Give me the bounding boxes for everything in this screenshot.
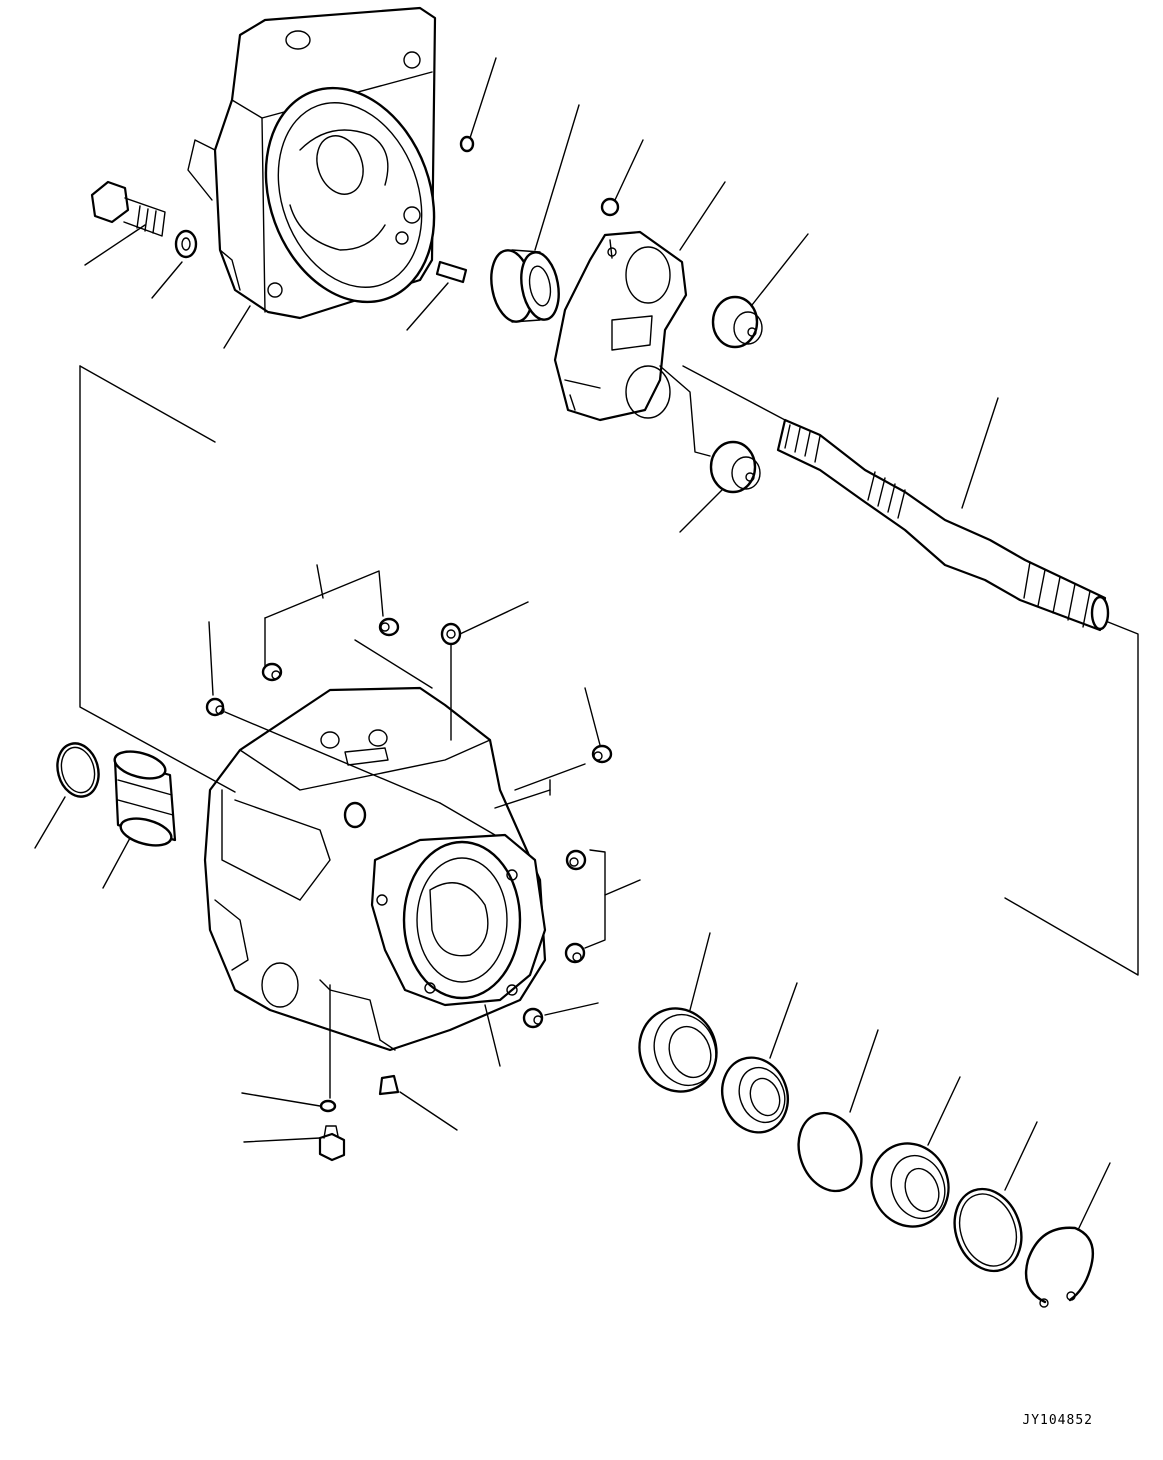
dowel-pin: [435, 260, 468, 284]
ball: [600, 197, 620, 217]
snap-ring-left: [56, 742, 100, 798]
plug-h: [522, 1007, 544, 1029]
cradle: [553, 230, 688, 422]
o-ring-small: [459, 135, 475, 153]
leader-lines: [34, 57, 1111, 1231]
o-ring-bottom: [319, 1099, 337, 1113]
sleeve: [113, 750, 177, 847]
plug-d: [440, 622, 462, 646]
seal-collar: [870, 1142, 950, 1228]
o-ring-large: [797, 1111, 863, 1193]
plug-i: [378, 1074, 400, 1096]
plug-a: [378, 617, 400, 637]
spacer-ring: [953, 1187, 1023, 1273]
drive-shaft: [776, 418, 1110, 632]
plug-c: [205, 697, 225, 717]
seat-plug-2: [709, 440, 761, 494]
seat-plug-1: [711, 295, 763, 349]
bolt: [90, 180, 166, 237]
drawing-reference-number: JY104852: [1022, 1413, 1093, 1428]
assembly-lines: [79, 365, 1139, 1099]
snap-ring-right: [1024, 1226, 1095, 1308]
pump-front-flange: [370, 833, 547, 1007]
plug-f: [565, 849, 587, 871]
bearing-upper: [490, 249, 560, 323]
plug-b: [261, 662, 283, 682]
oil-seal: [721, 1056, 789, 1134]
plug-g: [564, 942, 586, 964]
plug-e: [591, 744, 613, 764]
bearing-lower: [638, 1007, 718, 1093]
end-cap-housing: [187, 6, 437, 320]
drain-bolt: [318, 1125, 346, 1162]
washer: [174, 229, 198, 259]
